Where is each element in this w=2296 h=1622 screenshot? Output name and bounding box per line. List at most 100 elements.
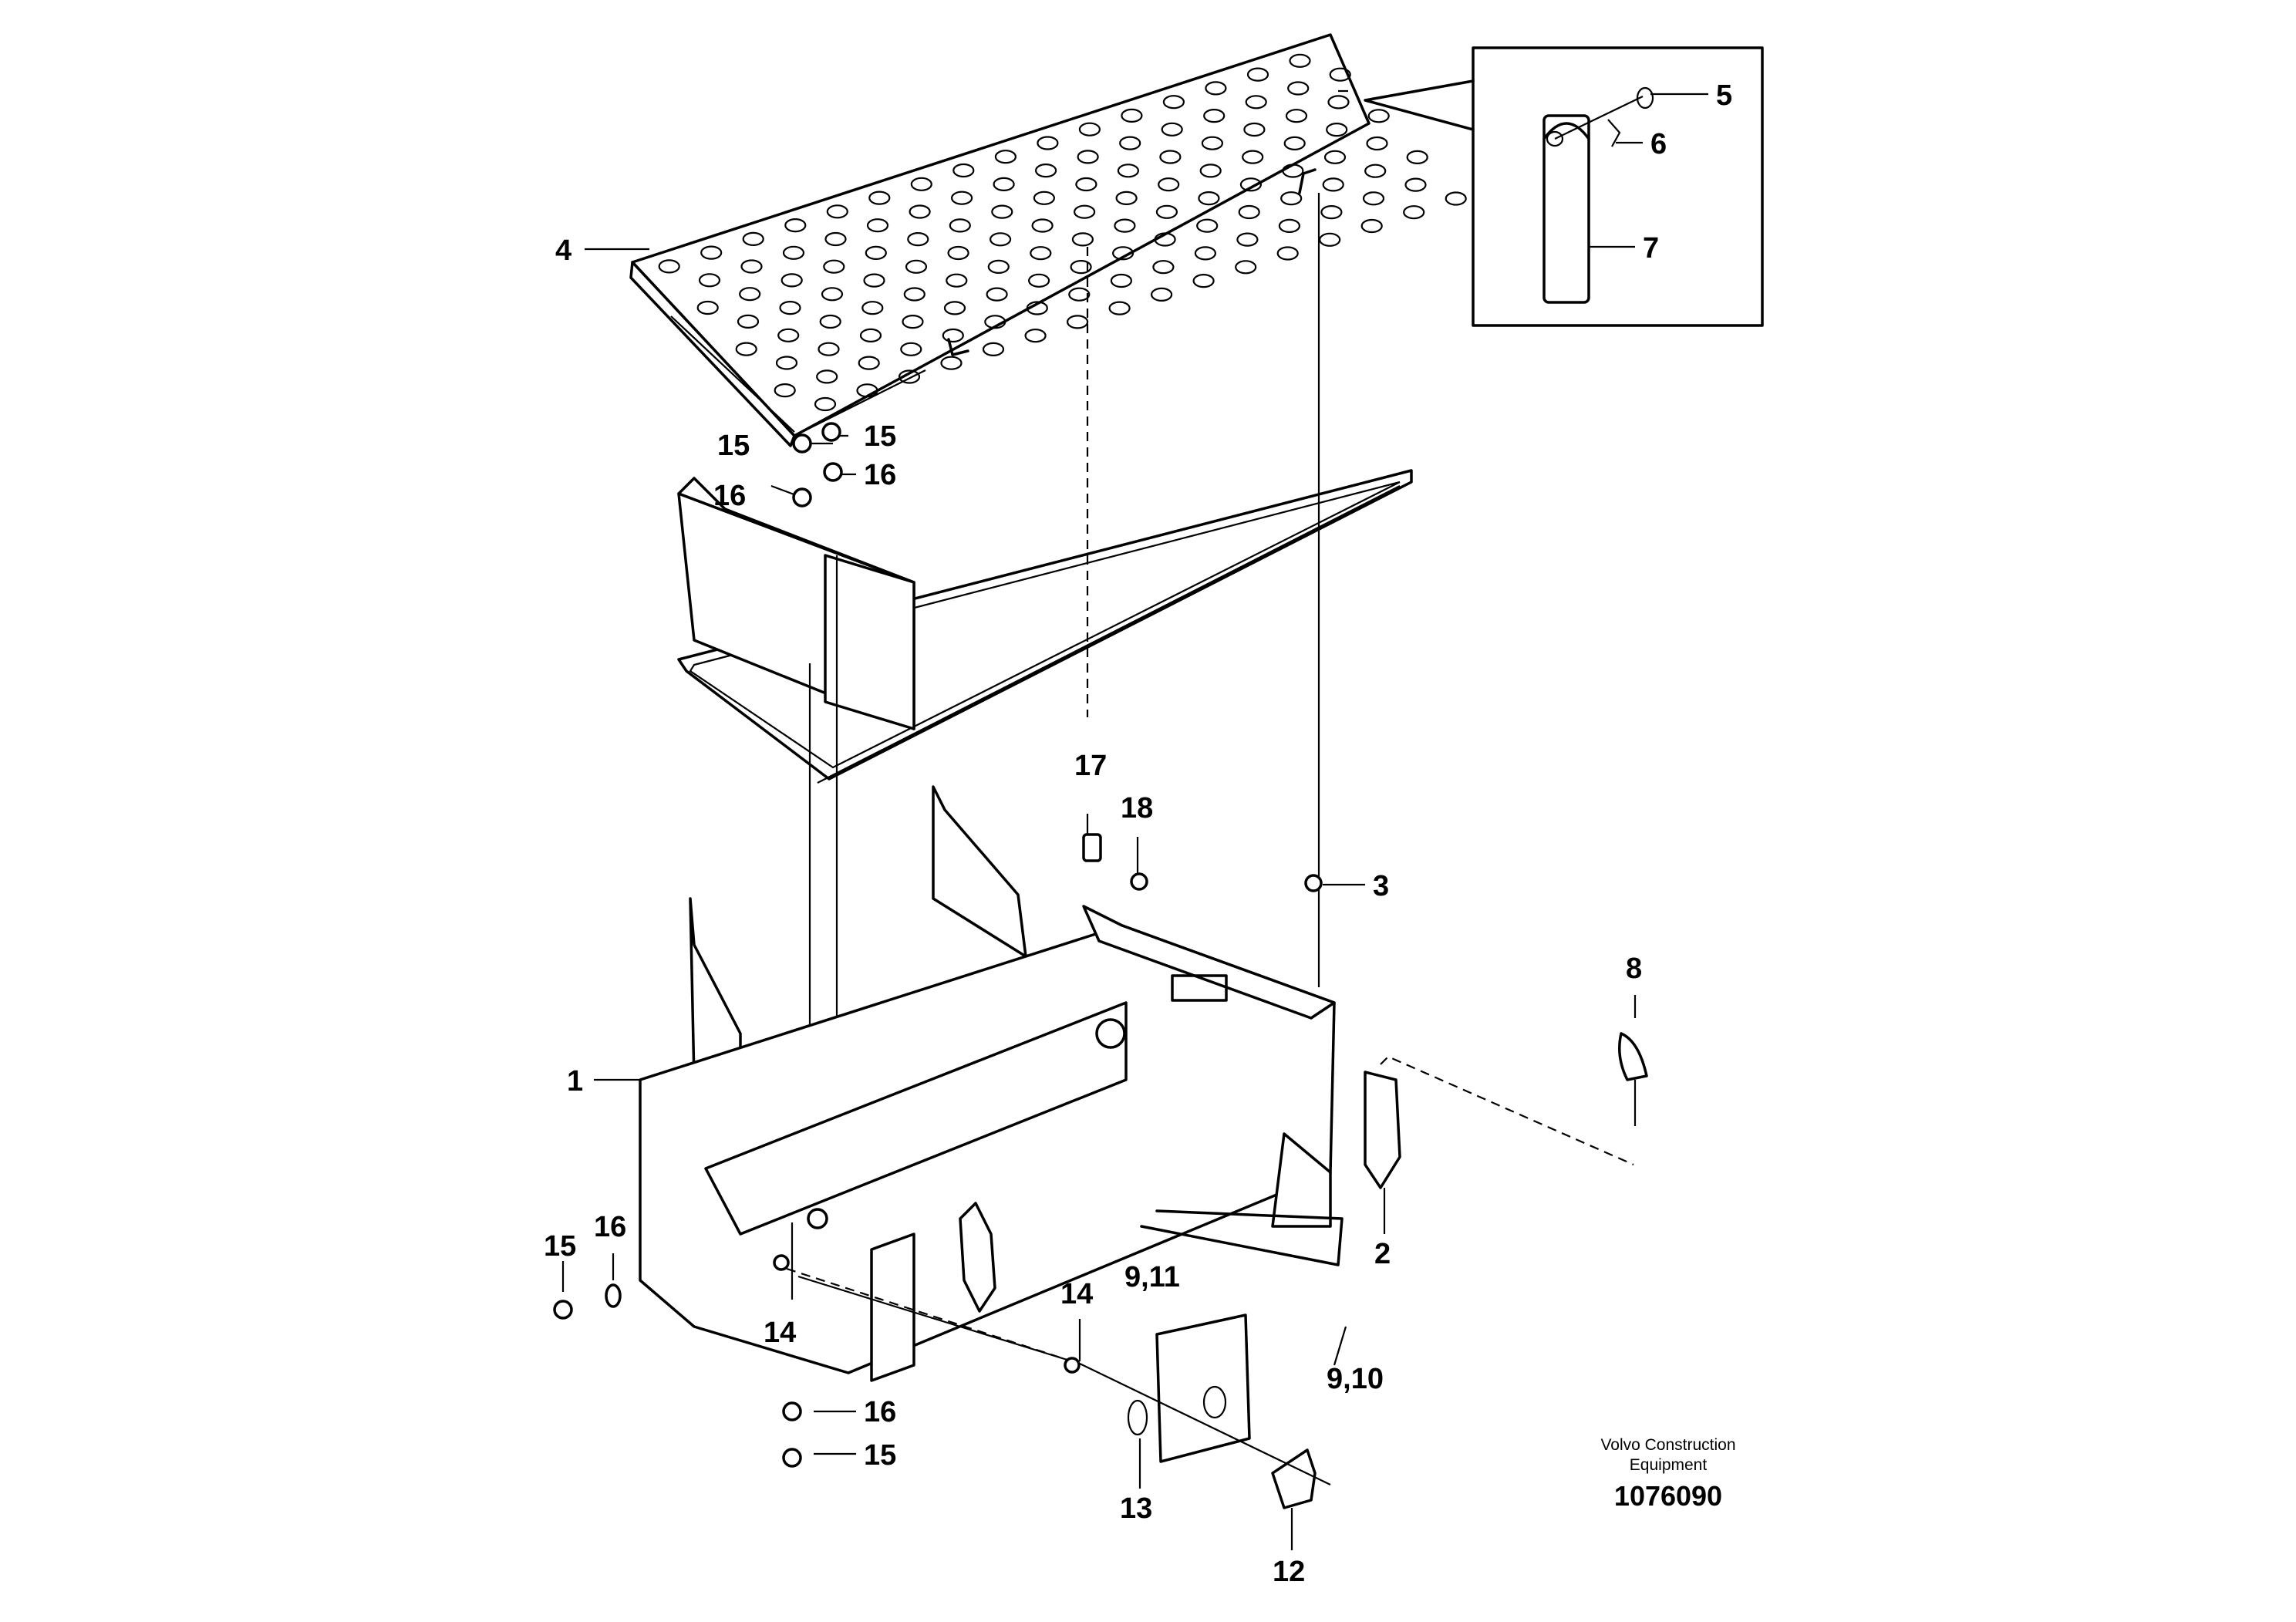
plate-hole xyxy=(698,273,721,288)
plate-hole xyxy=(1245,95,1267,110)
label-15-top-right: 15 xyxy=(864,420,896,453)
plate-hole xyxy=(739,287,761,302)
battery-box xyxy=(639,785,1344,1382)
plate-hole xyxy=(1117,164,1140,178)
plate-hole xyxy=(989,232,1012,247)
plate-hole xyxy=(1110,273,1133,288)
plate-hole xyxy=(1366,136,1388,151)
plate-hole xyxy=(1027,273,1050,288)
plate-hole xyxy=(865,245,887,260)
plate-hole xyxy=(782,245,805,260)
plate-hole xyxy=(1201,136,1224,150)
plate-hole xyxy=(1203,109,1226,123)
plate-hole xyxy=(1198,191,1220,206)
plate-hole xyxy=(1121,108,1143,123)
plate-hole xyxy=(1078,122,1101,137)
plate-hole xyxy=(866,218,889,233)
plate-hole xyxy=(1285,109,1308,123)
plate-hole xyxy=(942,328,964,343)
label-1: 1 xyxy=(567,1065,583,1098)
plate-hole xyxy=(821,287,844,302)
plate-hole xyxy=(1150,287,1173,302)
label-2: 2 xyxy=(1374,1238,1391,1270)
plate-hole xyxy=(1238,204,1260,220)
plate-hole xyxy=(1276,246,1299,261)
plate-hole xyxy=(814,396,837,412)
plate-hole xyxy=(1114,218,1136,233)
label-8: 8 xyxy=(1626,953,1642,985)
plate-hole xyxy=(1161,122,1183,137)
plate-hole xyxy=(1033,191,1056,205)
plate-hole xyxy=(1289,53,1311,68)
plate-hole xyxy=(1445,191,1467,206)
plate-hole xyxy=(1287,81,1310,96)
plate-hole xyxy=(1235,260,1257,275)
plate-hole xyxy=(774,383,796,398)
plate-hole xyxy=(779,301,801,315)
label-7: 7 xyxy=(1643,232,1659,265)
plate-hole xyxy=(1158,177,1180,192)
plate-hole xyxy=(900,342,922,356)
label-16-bottom: 16 xyxy=(864,1396,896,1428)
plate-hole xyxy=(1162,95,1185,110)
plate-hole xyxy=(903,287,925,302)
plate-hole xyxy=(1364,164,1387,178)
plate-hole xyxy=(816,369,838,384)
label-14-front: 14 xyxy=(764,1317,796,1349)
plate-hole xyxy=(858,356,880,370)
plate-hole xyxy=(1026,301,1048,315)
plate-hole xyxy=(1073,204,1096,219)
plate-hole xyxy=(993,177,1015,191)
label-15-left: 15 xyxy=(544,1230,576,1263)
plate-hole xyxy=(905,259,928,274)
plate-hole xyxy=(1320,205,1343,220)
plate-hole xyxy=(1119,136,1141,150)
plate-hole xyxy=(898,369,921,384)
label-14-rear: 14 xyxy=(1060,1278,1093,1310)
plate-hole xyxy=(1323,150,1347,164)
plate-hole xyxy=(1034,164,1057,178)
plate-hole xyxy=(1280,191,1303,206)
plate-hole xyxy=(1196,218,1219,233)
plate-hole xyxy=(994,150,1017,164)
plate-hole xyxy=(1066,315,1089,329)
plate-hole xyxy=(1070,260,1092,275)
plate-hole xyxy=(735,342,757,356)
plate-hole xyxy=(1152,260,1175,275)
plate-hole xyxy=(909,204,931,219)
plate-hole xyxy=(1246,67,1269,82)
plate-hole xyxy=(910,177,932,191)
plate-hole xyxy=(1155,204,1178,219)
plate-hole xyxy=(818,342,840,356)
plate-hole xyxy=(1283,136,1306,150)
plate-hole xyxy=(826,204,848,219)
plate-hole xyxy=(1071,232,1094,247)
label-5: 5 xyxy=(1716,79,1732,112)
plate-hole xyxy=(1242,150,1264,164)
plate-hole xyxy=(991,204,1013,219)
drawing-number: 1076090 xyxy=(1614,1480,1722,1512)
title-block: Volvo Construction Equipment 1076090 xyxy=(1600,1436,1735,1512)
brand-line-1: Volvo Construction xyxy=(1600,1436,1735,1454)
plate-hole xyxy=(819,314,841,329)
plate-hole xyxy=(696,300,719,315)
plate-hole xyxy=(868,191,891,205)
detail-callout-box xyxy=(1364,46,1764,327)
brand-line-2: Equipment xyxy=(1630,1456,1708,1474)
label-9-11: 9,11 xyxy=(1124,1261,1180,1293)
label-4: 4 xyxy=(555,234,571,267)
plate-hole xyxy=(1329,67,1351,82)
plate-hole xyxy=(1037,136,1059,150)
plate-hole xyxy=(863,273,885,288)
latch-right xyxy=(1364,1071,1401,1189)
label-15-top-left: 15 xyxy=(717,430,750,462)
plate-hole xyxy=(947,245,969,261)
plate-hole xyxy=(1075,177,1097,192)
plate-hole xyxy=(823,259,845,274)
plate-hole xyxy=(907,232,929,247)
plate-hole xyxy=(859,328,882,342)
plate-hole xyxy=(1154,232,1176,247)
label-3: 3 xyxy=(1373,870,1389,902)
plate-hole xyxy=(1236,232,1259,247)
